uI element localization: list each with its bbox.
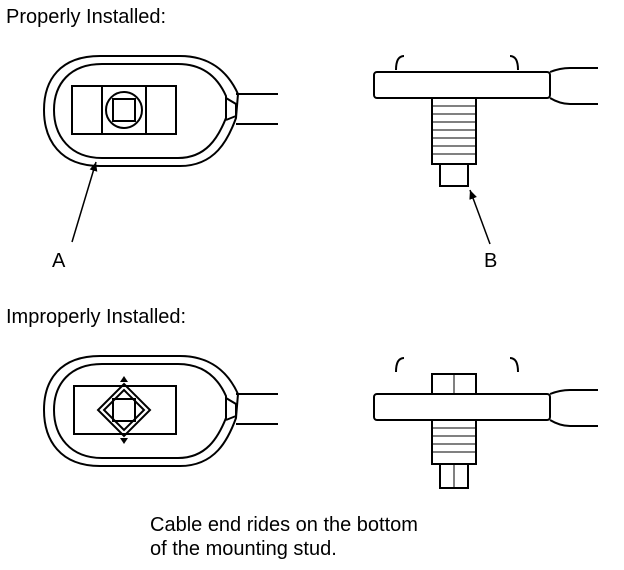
caption-line-1: Cable end rides on the bottom bbox=[150, 514, 418, 536]
cable-wire-side bbox=[549, 67, 598, 105]
caption-line-2: of the mounting stud. bbox=[150, 538, 337, 560]
stud-diamond-outer bbox=[96, 382, 152, 438]
cable-end-side-view-proper bbox=[373, 55, 598, 187]
stud-threads bbox=[431, 419, 477, 465]
arrow-a bbox=[71, 161, 98, 243]
cable-end-bracket bbox=[395, 55, 519, 71]
rotation-indicator-icon bbox=[120, 376, 128, 444]
cable-crimp-nub bbox=[225, 397, 237, 421]
heading-properly-installed: Properly Installed: bbox=[6, 6, 167, 28]
mounting-slot bbox=[71, 85, 177, 135]
cable-wire-side bbox=[549, 389, 598, 427]
cable-end-top-view-improper bbox=[42, 355, 278, 467]
cable-end-inner-shell bbox=[52, 63, 227, 159]
cable-end-top-view-proper bbox=[42, 55, 278, 167]
cable-end-side-view-improper bbox=[373, 357, 598, 489]
heading-improperly-installed: Improperly Installed: bbox=[6, 306, 187, 328]
arrow-b bbox=[469, 189, 491, 245]
stud-square-outer bbox=[101, 85, 147, 135]
cable-end-outer-shell bbox=[42, 55, 240, 167]
cable-end-bracket bbox=[395, 357, 519, 373]
stud-square-inner bbox=[112, 98, 136, 122]
mounting-slot bbox=[73, 385, 177, 435]
mounting-plate bbox=[373, 393, 551, 421]
thread-lines bbox=[432, 105, 476, 155]
stud-round-shoulder bbox=[105, 91, 143, 129]
cable-crimp-nub bbox=[225, 97, 237, 121]
callout-label-b: B bbox=[484, 250, 498, 272]
mounting-plate bbox=[373, 71, 551, 99]
stud-square-inner bbox=[112, 398, 136, 422]
thread-lines bbox=[432, 427, 476, 453]
stud-tip bbox=[439, 163, 469, 187]
cable-end-outer-shell bbox=[42, 355, 240, 467]
cable-end-inner-shell bbox=[52, 363, 227, 459]
stud-diamond-mid bbox=[102, 388, 146, 432]
callout-label-a: A bbox=[52, 250, 66, 272]
